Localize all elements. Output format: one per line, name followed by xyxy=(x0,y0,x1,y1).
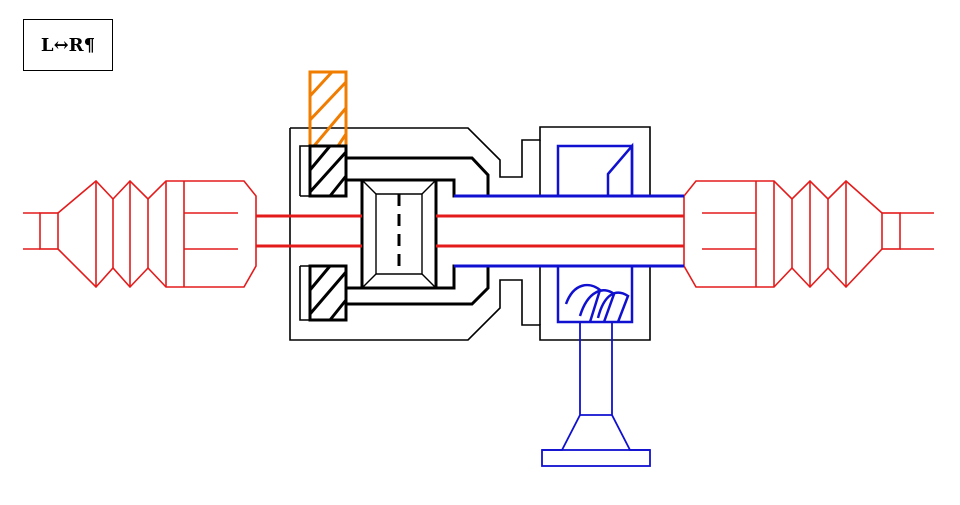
ring-gear-upper-black-block xyxy=(308,144,348,198)
right-cv-joint xyxy=(683,179,934,289)
input-shaft-left xyxy=(542,322,581,451)
mode-label: L↔R¶ xyxy=(40,34,96,56)
housing-upper-outline xyxy=(290,126,651,196)
ring-gear xyxy=(308,70,348,148)
left-axle-shaft xyxy=(256,214,684,248)
spider-outer xyxy=(360,178,438,290)
mode-label-box: L↔R¶ xyxy=(23,19,113,71)
right-boot-outline xyxy=(683,179,883,289)
input-flange xyxy=(541,449,651,467)
pinion-upper-frame xyxy=(556,144,634,196)
housing-lower-outline xyxy=(289,128,651,341)
right-output-tube xyxy=(454,194,684,268)
pinion-lower xyxy=(556,266,634,324)
ring-gear-lower-black-block xyxy=(308,264,348,322)
pinion-lower-teeth xyxy=(564,283,630,323)
left-cv-joint xyxy=(23,179,257,289)
carrier-cage-top xyxy=(346,156,490,198)
input-shaft xyxy=(541,322,651,467)
carrier-left-top xyxy=(299,145,310,196)
pinion-upper-tooth xyxy=(606,142,634,198)
carrier-cage-bottom xyxy=(346,264,490,306)
carrier-left-bottom xyxy=(299,266,310,321)
ring-gear-upper-tooth xyxy=(308,70,348,148)
ring-gear-black xyxy=(308,144,348,322)
ring-gear-hatch xyxy=(308,70,348,147)
pinion-lower-frame xyxy=(556,266,634,324)
right-stub-collar xyxy=(881,212,901,250)
input-shaft-right xyxy=(611,322,650,451)
pinion-upper xyxy=(556,142,634,198)
left-boot-outline xyxy=(57,179,257,289)
spider-gear-block xyxy=(360,178,438,290)
left-stub-collar xyxy=(39,212,59,250)
